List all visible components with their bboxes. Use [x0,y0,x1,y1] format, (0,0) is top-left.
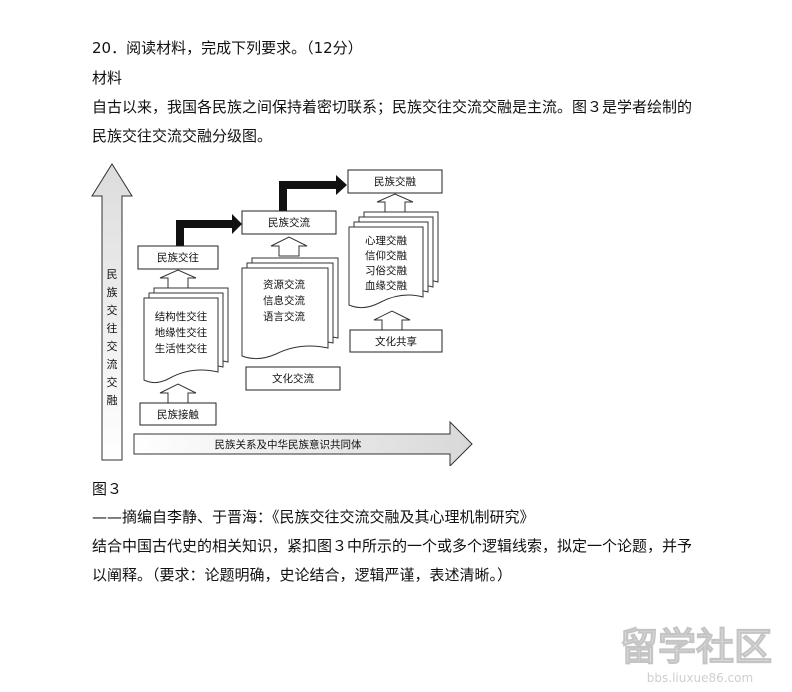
hollow-up-arrow [159,383,197,404]
hollow-up-arrow [159,269,197,289]
svg-text:文化共享: 文化共享 [375,335,417,348]
svg-text:民族交融: 民族交融 [374,175,416,188]
stage3-bottom-box [349,329,443,353]
vertical-axis-char: 民 [107,268,118,281]
stage2-doc-line: 语言交流 [263,310,305,323]
stage3-doc-card [348,226,424,309]
svg-text:文化交流: 文化交流 [272,372,314,385]
stage1-doc-line: 结构性交往 [155,310,208,323]
vertical-axis-char: 流 [107,357,118,371]
horizontal-axis-label: 民族关系及中华民族意识共同体 [215,438,362,451]
svg-text:民族接触: 民族接触 [157,408,199,421]
vertical-axis-char: 往 [107,321,118,335]
stage2-doc-line: 信息交流 [263,294,305,307]
vertical-axis-char: 交 [107,339,118,353]
task-line-1: 结合中国古代史的相关知识，紧扣图３中所示的一个或多个逻辑线索，拟定一个论题，并予 [92,537,693,555]
watermark-url: bbs.liuxue86.com [647,671,753,685]
site-watermark: 留学社区 bbs.liuxue86.com [619,625,772,686]
stage-3: 民族交融 心理交融 信仰交融 习俗交融 血缘交融 文化共享 [347,169,443,353]
stage3-doc-line: 习俗交融 [365,264,407,277]
question-number: 20．阅读材料，完成下列要求。（12分） [92,39,363,57]
vertical-axis-char: 交 [107,303,118,317]
stage-1: 民族交往 结构性交往 地缘性交往 生活性交往 民族接触 [137,245,229,426]
figure-caption: 图３ [92,480,123,498]
exchange-level-diagram: 民 族 交 往 交 流 交 融 民族关系及中华民族意识共同体 民族交往 结构性交… [91,163,473,466]
step-arrow-2 [279,175,347,212]
stage1-doc-card [143,297,219,384]
stage2-doc-card [241,267,329,360]
stage3-top-box [347,169,443,194]
material-label: 材料 [92,69,123,87]
stage3-doc-line: 血缘交融 [365,279,407,292]
hollow-up-arrow [376,193,414,213]
paragraph-line-1: 自古以来，我国各民族之间保持着密切联系；民族交往交流交融是主流。图３是学者绘制的 [92,98,693,116]
stage1-top-box [137,245,219,270]
watermark-logo: 留学社区 [620,625,772,669]
vertical-axis-arrow: 民 族 交 往 交 流 交 融 [91,163,133,461]
stage2-top-box [241,210,337,235]
vertical-axis-char: 融 [107,394,118,407]
stage2-bottom-box [245,366,341,391]
hollow-up-arrow [373,310,411,331]
svg-text:民族交流: 民族交流 [268,216,310,229]
stage1-doc-line: 地缘性交往 [155,326,208,339]
hollow-up-arrow [270,236,308,257]
source-citation: ——摘编自李静、于晋海：《民族交往交流交融及其心理机制研究》 [92,508,535,526]
stage3-doc-line: 心理交融 [365,234,407,247]
svg-text:民族交往: 民族交往 [157,251,199,264]
stage1-bottom-box [139,402,217,426]
step-arrow-1 [176,214,242,246]
stage1-doc-line: 生活性交往 [155,342,208,355]
vertical-axis-char: 族 [107,285,118,299]
stage2-doc-line: 资源交流 [263,278,305,291]
horizontal-axis-arrow: 民族关系及中华民族意识共同体 [133,420,473,466]
vertical-axis-char: 交 [107,375,118,389]
stage3-doc-line: 信仰交融 [365,249,407,262]
task-line-2: 以阐释。（要求：论题明确，史论结合，逻辑严谨，表述清晰。） [92,566,513,584]
stage-2: 民族交流 资源交流 信息交流 语言交流 文化交流 [241,210,341,391]
paragraph-line-2: 民族交往交流交融分级图。 [92,127,273,145]
